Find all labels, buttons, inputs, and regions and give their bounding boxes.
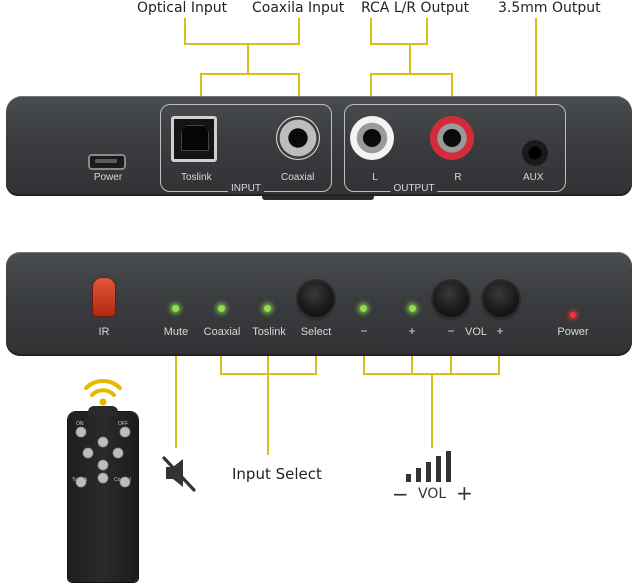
label-minus-b: −: [447, 324, 455, 338]
led-vol-minus: [360, 305, 367, 312]
label-plus-a: +: [408, 324, 416, 338]
label-vol-front: VOL: [464, 326, 488, 338]
coaxial-port: [276, 116, 320, 160]
ir-receiver-window: [93, 278, 115, 316]
label-rca-left: L: [372, 172, 378, 183]
vol-minus-button[interactable]: [433, 281, 469, 317]
label-minus-a: −: [360, 324, 368, 338]
label-plus-b: +: [496, 324, 504, 338]
vol-icon-label: VOL: [418, 486, 447, 502]
toslink-port: [171, 116, 217, 162]
remote-ir-tip: [88, 406, 118, 416]
label-toslink-rear: Toslink: [181, 172, 212, 183]
volume-bars-icon: [406, 451, 451, 482]
label-power-front: Power: [557, 326, 589, 338]
vol-plus-button[interactable]: [483, 281, 519, 317]
label-aux: AUX: [523, 172, 544, 183]
vol-icon-plus: +: [456, 481, 473, 505]
usb-power-port-inner: [95, 159, 117, 163]
led-coaxial: [218, 305, 225, 312]
rca-right-port: [430, 116, 474, 160]
remote-buttons: [75, 426, 131, 488]
led-mute: [172, 305, 179, 312]
wifi-icon: [84, 378, 122, 406]
label-rca-right: R: [454, 172, 462, 183]
remote-label-on: ON: [76, 421, 84, 427]
label-select: Select: [300, 326, 332, 338]
callout-coaxial-input: Coaxila Input: [252, 0, 345, 16]
led-power: [570, 312, 576, 318]
input-group-title: INPUT: [228, 183, 264, 194]
toslink-port-inner: [181, 125, 209, 151]
vol-icon-minus: −: [392, 482, 409, 506]
led-toslink: [264, 305, 271, 312]
output-group-box: [344, 104, 566, 192]
mute-speaker-icon: [162, 456, 196, 492]
label-ir: IR: [98, 326, 110, 338]
label-power-rear: Power: [93, 172, 123, 183]
callout-optical-input: Optical Input: [137, 0, 228, 16]
callout-rca-output: RCA L/R Output: [361, 0, 470, 16]
label-toslink-front: Toslink: [252, 326, 286, 338]
label-coaxial-rear: Coaxial: [281, 172, 315, 183]
select-button[interactable]: [298, 281, 334, 317]
label-coaxial-front: Coaxial: [203, 326, 241, 338]
label-input-select: Input Select: [232, 465, 322, 483]
rca-left-port: [350, 116, 394, 160]
callout-aux-output: 3.5mm Output: [498, 0, 601, 16]
label-mute: Mute: [163, 326, 189, 338]
remote-label-off: OFF: [118, 421, 128, 427]
rear-panel-lip: [262, 196, 374, 200]
output-group-title: OUTPUT: [390, 183, 438, 194]
aux-port: [522, 140, 548, 166]
led-vol-plus: [409, 305, 416, 312]
